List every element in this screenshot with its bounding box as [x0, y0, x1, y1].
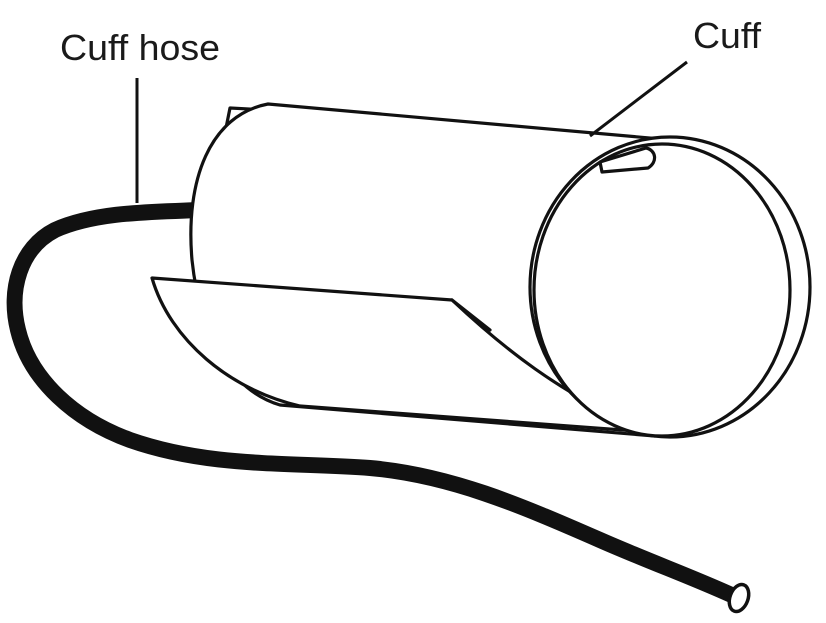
cuff — [150, 102, 812, 439]
cuff-hose-label: Cuff hose — [60, 27, 220, 68]
hose-end-opening — [727, 582, 751, 614]
cuff-hose — [6, 202, 751, 614]
cuff-leader — [589, 60, 688, 138]
cuff-inner-roll — [532, 142, 792, 438]
hose-tube — [6, 202, 742, 606]
cuff-label: Cuff — [693, 15, 762, 56]
cuff-flap-fold — [450, 298, 492, 332]
cuff-slot — [598, 146, 657, 174]
